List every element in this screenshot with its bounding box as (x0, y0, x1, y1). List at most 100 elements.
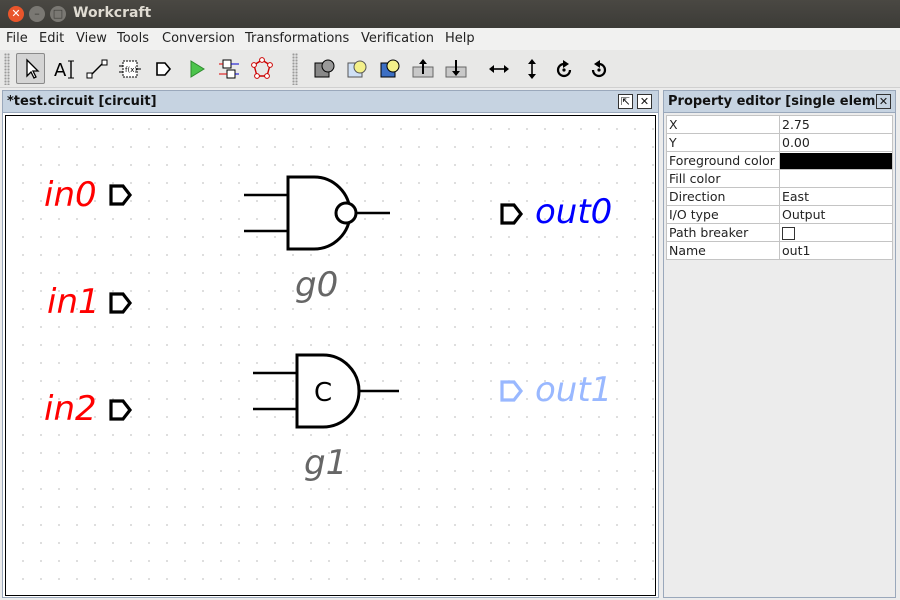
graph-tool-button[interactable] (247, 53, 276, 84)
rotate-counterclockwise-button[interactable] (583, 53, 612, 84)
menu-verification[interactable]: Verification (361, 31, 435, 46)
property-value-path-breaker[interactable] (779, 223, 893, 242)
property-key: Name (666, 241, 780, 260)
property-key: Y (666, 133, 780, 152)
simulation-tool-button[interactable] (181, 53, 210, 84)
contract-up-button[interactable] (408, 53, 437, 84)
wire-icon (86, 59, 108, 79)
contact-tool-button[interactable] (148, 53, 177, 84)
menu-edit[interactable]: Edit (39, 31, 65, 46)
port-icon (156, 62, 172, 76)
undock-button[interactable]: ⇱ (618, 94, 633, 109)
editor-panel: *test.circuit [circuit] ⇱ ✕ in0 in1 in2 (2, 90, 659, 598)
arrow-down-bar-icon (445, 60, 467, 78)
menu-bar: File Edit View Tools Conversion Transfor… (0, 28, 900, 50)
property-row-name: Name out1 (666, 241, 893, 260)
property-value-foreground-color[interactable] (779, 151, 893, 170)
input-port-shape (109, 184, 133, 206)
connect-tool-button[interactable] (82, 53, 111, 84)
gate-g1[interactable]: C g1 (253, 353, 399, 483)
function-component-tool-button[interactable]: f(x) (115, 53, 144, 84)
menu-conversion[interactable]: Conversion (162, 31, 235, 46)
property-value-direction[interactable]: East (779, 187, 893, 206)
mark-path-breaker-button[interactable] (375, 53, 404, 84)
property-key: Foreground color (666, 151, 780, 170)
path-breaker-icon (380, 59, 400, 78)
path-breaker-checkbox[interactable] (782, 227, 795, 240)
input-label: in1 (47, 282, 100, 322)
flip-vertical-button[interactable] (517, 53, 546, 84)
contract-down-button[interactable] (441, 53, 470, 84)
property-row-direction: Direction East (666, 187, 893, 206)
cycle-analysis-tool-button[interactable] (214, 53, 243, 84)
gate-label: g1 (304, 443, 347, 483)
gate-label: g0 (295, 265, 338, 305)
property-value-fill-color[interactable] (779, 169, 893, 188)
property-editor-panel: Property editor [single elem ✕ X 2.75 Y … (663, 90, 896, 598)
rotate-cw-icon (556, 60, 572, 78)
property-key: Fill color (666, 169, 780, 188)
editor-close-button[interactable]: ✕ (637, 94, 652, 109)
property-row-io-type: I/O type Output (666, 205, 893, 224)
gate-g0[interactable]: g0 (244, 175, 390, 305)
flip-horizontal-button[interactable] (484, 53, 513, 84)
pointer-icon (26, 58, 40, 79)
input-port-in0[interactable]: in0 (44, 175, 133, 215)
property-row-fill-color: Fill color (666, 169, 893, 188)
property-row-foreground-color: Foreground color (666, 151, 893, 170)
window-close-button[interactable]: ✕ (8, 6, 24, 22)
buffer-icon (314, 59, 335, 78)
input-port-in2[interactable]: in2 (44, 389, 133, 429)
property-key: X (666, 115, 780, 134)
input-port-in1[interactable]: in1 (47, 282, 133, 322)
property-key: Path breaker (666, 223, 780, 242)
window-minimize-button[interactable]: – (29, 6, 45, 22)
property-value-io-type[interactable]: Output (779, 205, 893, 224)
play-icon (190, 60, 205, 78)
property-value-x[interactable]: 2.75 (779, 115, 893, 134)
toggle-zero-delay-button[interactable] (342, 53, 371, 84)
circuit-diagram: in0 in1 in2 g0 (44, 175, 612, 483)
menu-tools[interactable]: Tools (117, 31, 150, 46)
property-key: I/O type (666, 205, 780, 224)
menu-help[interactable]: Help (445, 31, 475, 46)
function-gate-icon: f(x) (119, 60, 141, 78)
flip-horizontal-icon (489, 65, 509, 73)
output-port-shape (500, 203, 524, 225)
window-title: Workcraft (73, 5, 152, 21)
editor-header: *test.circuit [circuit] ⇱ ✕ (3, 91, 658, 113)
text-note-tool-button[interactable]: A (49, 53, 78, 84)
svg-text:f(x): f(x) (125, 66, 137, 74)
rotate-ccw-icon (591, 60, 607, 78)
property-value-name[interactable]: out1 (779, 241, 893, 260)
color-swatch (780, 170, 892, 187)
input-label: in0 (44, 175, 97, 215)
menu-view[interactable]: View (76, 31, 107, 46)
color-swatch (780, 152, 892, 169)
window-maximize-button[interactable]: □ (50, 6, 66, 22)
rotate-clockwise-button[interactable] (550, 53, 579, 84)
input-label: in2 (44, 389, 97, 429)
circuit-canvas[interactable]: in0 in1 in2 g0 (5, 115, 656, 596)
property-row-path-breaker: Path breaker (666, 223, 893, 242)
menu-transformations[interactable]: Transformations (245, 31, 350, 46)
editor-title: *test.circuit [circuit] (7, 94, 157, 109)
property-row-y: Y 0.00 (666, 133, 893, 152)
output-port-out0[interactable]: out0 (500, 192, 612, 232)
input-port-shape (109, 399, 133, 421)
insert-buffer-button[interactable] (309, 53, 338, 84)
title-bar: ✕ – □ Workcraft (0, 0, 900, 28)
select-tool-button[interactable] (16, 53, 45, 84)
c-element-symbol: C (314, 378, 332, 408)
property-editor-title: Property editor [single elem (668, 94, 876, 109)
property-editor-close-button[interactable]: ✕ (876, 94, 891, 109)
output-port-out1[interactable]: out1 (500, 370, 612, 410)
toolbar-grip[interactable] (292, 53, 298, 85)
property-value-y[interactable]: 0.00 (779, 133, 893, 152)
toolbar-grip[interactable] (4, 53, 10, 85)
output-label: out1 (535, 370, 612, 410)
property-row-x: X 2.75 (666, 115, 893, 134)
arrow-up-bar-icon (412, 59, 434, 78)
menu-file[interactable]: File (6, 31, 28, 46)
